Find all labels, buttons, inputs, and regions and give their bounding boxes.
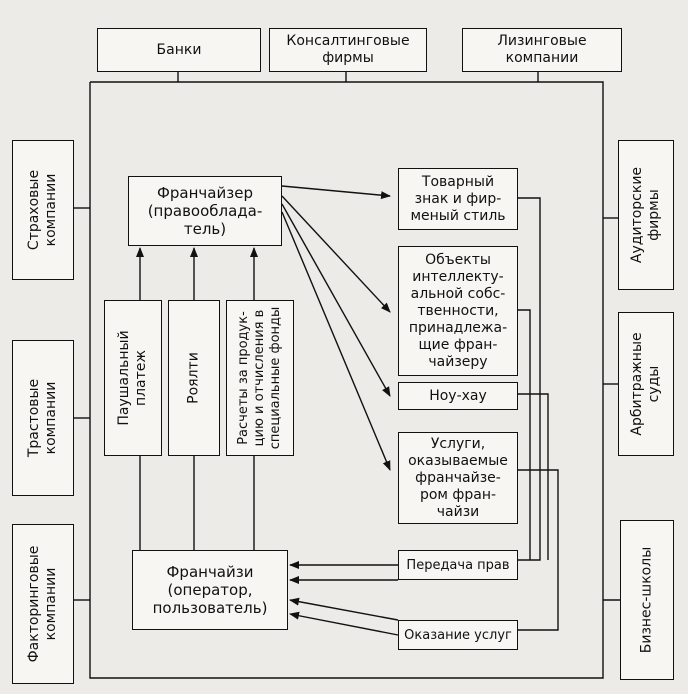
insurance-companies-box: Страховые компании [12, 140, 74, 280]
settlements-label: Расчеты за продук- цию и отчисления в сп… [236, 306, 283, 450]
factoring-companies-label: Факторинговые компании [26, 545, 59, 663]
trust-companies-box: Трастовые компании [12, 340, 74, 496]
royalty-label: Роялти [185, 352, 202, 404]
audit-firms-box: Аудиторские фирмы [618, 140, 674, 290]
franchisor-services-box: Услуги, оказываемые франчайзе- ром фран-… [398, 432, 518, 524]
royalty-box: Роялти [168, 300, 220, 456]
audit-firms-label: Аудиторские фирмы [629, 166, 662, 264]
rights-transfer-box: Передача прав [398, 550, 518, 580]
arrow-to-trademark [281, 185, 391, 200]
services-bracket [518, 469, 559, 631]
franchisee-box: Франчайзи (оператор, пользователь) [132, 550, 288, 630]
arrow-services2-to-franchisee [289, 611, 399, 636]
trademark-box: Товарный знак и фир- меный стиль [398, 168, 518, 230]
factoring-companies-box: Факторинговые компании [12, 524, 74, 684]
arbitration-courts-label: Арбитражные суды [629, 332, 662, 436]
business-schools-label: Бизнес-школы [638, 546, 655, 654]
arrow-to-ip [281, 195, 391, 313]
arrow-to-knowhow [281, 203, 391, 397]
insurance-companies-label: Страховые компании [26, 169, 59, 251]
franchisor-box: Франчайзер (правооблада- тель) [128, 176, 282, 246]
arrow-to-services [281, 211, 391, 471]
lump-sum-payment-box: Паушальный платеж [104, 300, 162, 456]
knowhow-bracket [518, 393, 549, 560]
consulting-firms-box: Консалтинговые фирмы [269, 28, 427, 72]
intellectual-property-box: Объекты интеллекту- альной собс- твеннос… [398, 246, 518, 376]
trust-companies-label: Трастовые компании [26, 378, 59, 458]
top-connector [177, 72, 539, 82]
outer-frame-line [89, 81, 604, 679]
business-schools-box: Бизнес-школы [620, 520, 674, 680]
knowhow-box: Ноу-хау [398, 382, 518, 410]
banks-box: Банки [97, 28, 261, 72]
rights-bracket-1 [518, 197, 541, 561]
arrow-services-to-franchisee [289, 597, 399, 621]
arbitration-courts-box: Арбитражные суды [618, 312, 674, 456]
lump-sum-payment-label: Паушальный платеж [116, 330, 149, 426]
leasing-companies-box: Лизинговые компании [462, 28, 622, 72]
rights-bracket-2 [518, 309, 531, 560]
settlements-box: Расчеты за продук- цию и отчисления в сп… [226, 300, 294, 456]
service-provision-box: Оказание услуг [398, 620, 518, 650]
